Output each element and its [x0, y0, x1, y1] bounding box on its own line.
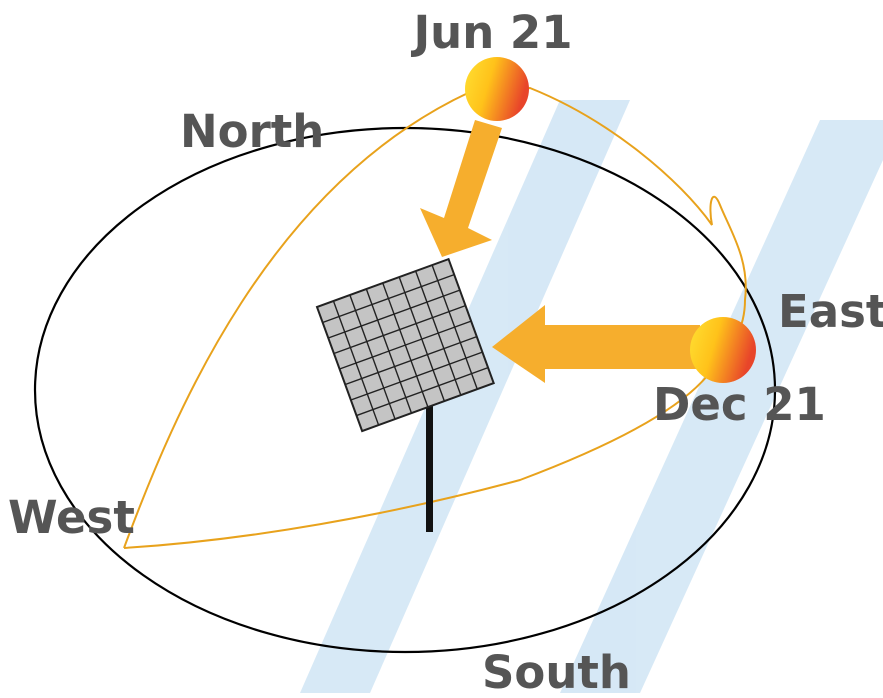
sun-path	[123, 86, 747, 549]
panel-grid-line	[356, 366, 489, 417]
panel-grid	[322, 264, 489, 426]
panel-grid-line	[344, 335, 478, 386]
panel-grid-line	[350, 351, 483, 401]
panel-pole	[426, 400, 433, 532]
panel-grid-line	[398, 276, 446, 402]
solar-panel	[315, 257, 495, 433]
north-label: North	[180, 105, 324, 158]
west-label: West	[8, 491, 135, 544]
summer-solstice-label: Jun 21	[410, 6, 572, 59]
june-sunlight-arrow	[420, 120, 502, 257]
december-sunlight-arrow	[492, 305, 700, 383]
sun-icon	[465, 57, 529, 121]
panel-grid-line	[431, 264, 478, 390]
watermark	[300, 100, 883, 693]
panel-grid-line	[415, 270, 462, 396]
winter-solstice-label: Dec 21	[653, 378, 826, 431]
south-label: South	[482, 646, 631, 693]
east-label: East	[778, 285, 883, 338]
sun-icon	[690, 317, 756, 383]
panel-grid-line	[339, 320, 472, 370]
